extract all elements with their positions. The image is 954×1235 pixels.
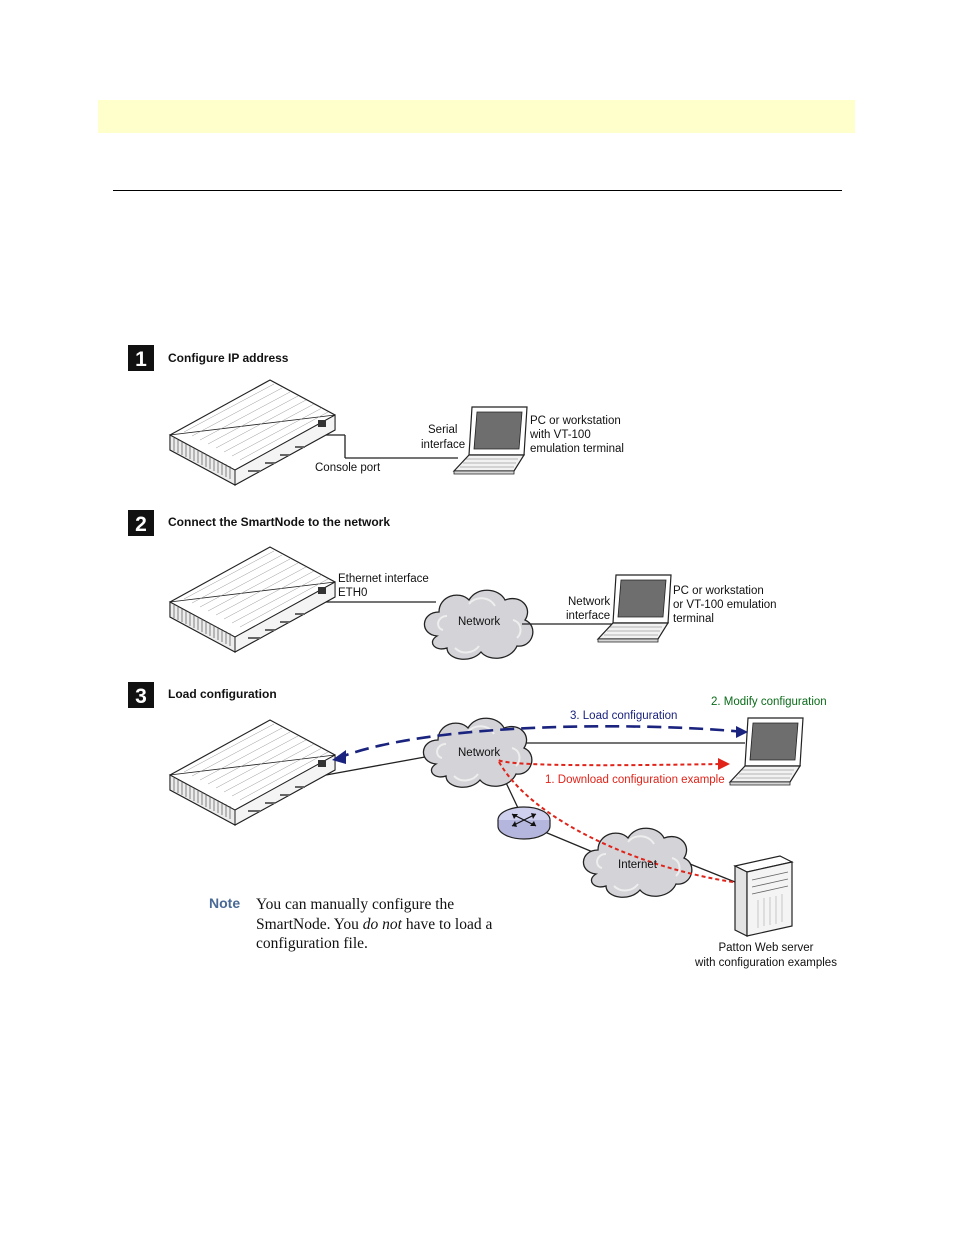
pc-label-1: PC or workstation [530,415,621,427]
laptop-icon [729,717,804,786]
nic-label-2: interface [566,610,610,622]
step-2-badge: 2 [128,510,154,536]
pc-label-3: emulation terminal [530,443,624,455]
internet-label: Internet [618,859,658,871]
pc2-label-1: PC or workstation [673,585,764,597]
step-1-title: Configure IP address [168,351,289,365]
step-3-badge: 3 [128,682,154,708]
router-icon [497,806,551,840]
note-text-before: You can manually configure the SmartNode… [256,896,455,933]
laptop-icon [597,574,672,643]
smartnode-device-icon [169,546,336,653]
load-configuration-label: 3. Load configuration [570,710,677,722]
download-configuration-label: 1. Download configuration example [545,774,725,786]
pc2-label-2: or VT-100 emulation [673,599,777,611]
pc-label-2: with VT-100 [529,429,591,441]
note-label: Note [209,895,241,911]
step-1-badge: 1 [128,345,154,371]
ethernet-label-1: Ethernet interface [338,573,429,585]
web-server-icon [733,855,794,937]
server-label-2: with configuration examples [694,957,837,969]
step-2-title: Connect the SmartNode to the network [168,515,390,529]
svg-text:interface: interface [421,439,465,451]
download-configuration-arrow [495,757,734,883]
network-label-3: Network [458,747,500,759]
step-3-title: Load configuration [168,687,277,701]
console-port-label: Console port [315,462,381,474]
step-1-number: 1 [135,348,147,371]
ethernet-label-2: ETH0 [338,587,367,599]
modify-configuration-label: 2. Modify configuration [711,696,827,708]
network-label: Network [458,616,500,628]
header-rule [113,190,842,191]
nic-label-1: Network [568,596,610,608]
step-2-number: 2 [135,513,147,536]
serial-interface-label-2: interface [421,439,465,451]
smartnode-device-icon [169,719,336,826]
server-label-1: Patton Web server [718,942,813,954]
load-configuration-arrow [337,724,746,760]
smartnode-device-icon [169,379,336,486]
serial-interface-label: Serial [428,424,457,436]
note-text: You can manually configure the SmartNode… [256,895,526,954]
note-text-after: have to load a configuration file. [256,915,493,953]
header-band [98,100,855,133]
step-3-number: 3 [135,685,147,708]
pc2-label-3: terminal [673,613,714,625]
note-text-emphasis: do not [362,915,402,933]
